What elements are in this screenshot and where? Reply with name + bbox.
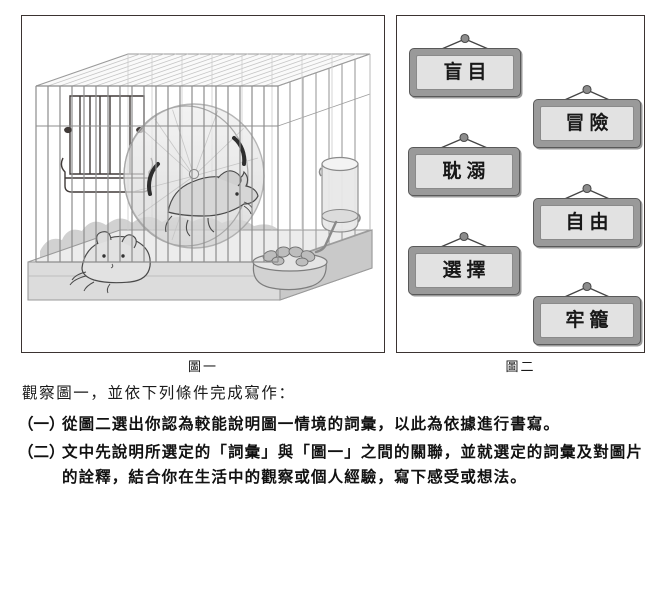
- sign-label: 牢籠: [565, 310, 614, 331]
- water-bottle: [314, 156, 361, 254]
- sign-frame: 盲目: [409, 48, 521, 97]
- instruction-item-2: （二） 文中先說明所選定的「詞彙」與「圖一」之間的關聯，並就選定的詞彙及對圖片的…: [18, 440, 662, 490]
- instruction-text: 文中先說明所選定的「詞彙」與「圖一」之間的關聯，並就選定的詞彙及對圖片的詮釋，結…: [62, 444, 644, 486]
- sign-inner: 冒險: [540, 106, 634, 141]
- sign-plaque-mangmu[interactable]: 盲目: [409, 33, 521, 97]
- instructions-intro: 觀察圖一，並依下列條件完成寫作：: [22, 385, 296, 402]
- figure-2-panel: 盲目 冒險: [396, 15, 645, 353]
- sign-board: 盲目 冒險: [397, 16, 644, 352]
- sign-inner: 耽溺: [415, 154, 513, 189]
- instruction-marker: （二）: [18, 444, 65, 461]
- sign-label: 盲目: [443, 62, 492, 83]
- sign-plaque-danni[interactable]: 耽溺: [408, 132, 520, 196]
- sign-inner: 自由: [540, 205, 634, 240]
- food-bowl: [252, 246, 328, 291]
- sign-label: 自由: [565, 212, 614, 233]
- sign-label: 耽溺: [442, 161, 491, 182]
- sign-inner: 盲目: [416, 55, 514, 90]
- sign-label: 選擇: [442, 260, 491, 281]
- sign-label: 冒險: [565, 113, 614, 134]
- sign-inner: 牢籠: [540, 303, 634, 338]
- hamster-running-in-wheel: [165, 170, 259, 237]
- instruction-item-1: （一） 從圖二選出你認為較能說明圖一情境的詞彙，以此為依據進行書寫。: [18, 412, 662, 437]
- figure-1-panel: [21, 15, 385, 353]
- sign-plaque-xuanze[interactable]: 選擇: [408, 231, 520, 295]
- sign-frame: 選擇: [408, 246, 520, 295]
- sign-plaque-laolong[interactable]: 牢籠: [533, 281, 641, 345]
- sign-frame: 耽溺: [408, 147, 520, 196]
- cage-roof: [35, 53, 371, 87]
- hamster-cage-illustration: [27, 53, 373, 301]
- sign-frame: 冒險: [533, 99, 641, 148]
- sign-plaque-ziyou[interactable]: 自由: [533, 183, 641, 247]
- figure-2-caption: 圖二: [505, 359, 536, 374]
- instruction-text: 從圖二選出你認為較能說明圖一情境的詞彙，以此為依據進行書寫。: [62, 416, 561, 433]
- sign-plaque-maoxian[interactable]: 冒險: [533, 84, 641, 148]
- figure-1-caption: 圖一: [187, 359, 218, 374]
- instructions-block: 觀察圖一，並依下列條件完成寫作： （一） 從圖二選出你認為較能說明圖一情境的詞彙…: [0, 381, 662, 493]
- sign-frame: 牢籠: [533, 296, 641, 345]
- cage-front-bars: [35, 85, 279, 263]
- sign-frame: 自由: [533, 198, 641, 247]
- instruction-marker: （一）: [18, 416, 65, 433]
- sign-inner: 選擇: [415, 253, 513, 288]
- figures-row: 盲目 冒險: [21, 15, 645, 374]
